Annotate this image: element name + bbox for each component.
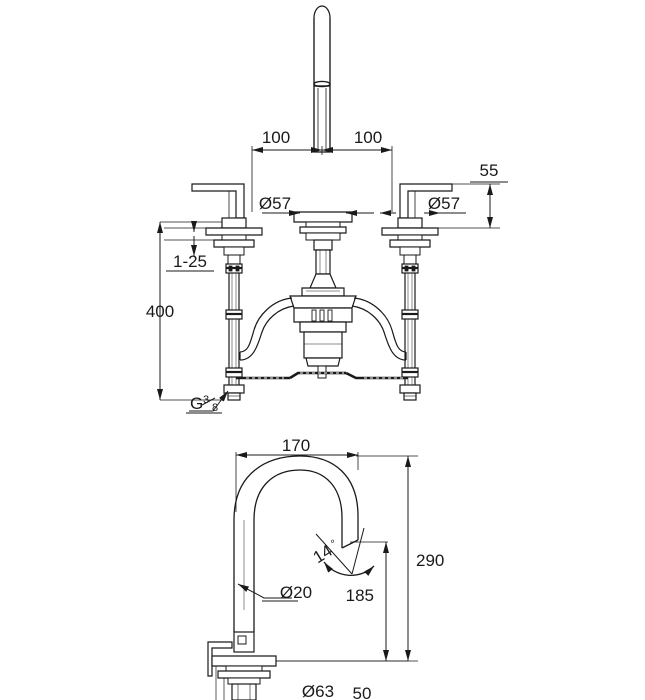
spout-base-and-handle [207,631,277,700]
label-thread-denominator: 8 [212,402,218,414]
dim-handle-height-55 [438,181,508,229]
dim-spout-reach-170 [235,452,359,512]
label-base-depth: 50 [353,684,372,700]
spout-riser-front [313,5,331,153]
label-outlet-height: 185 [346,586,374,605]
swivel-angle-indicator [315,527,375,576]
dim-deck-thickness [164,221,246,272]
leader-g38-thread [186,390,229,414]
label-swivel-angle-group: 14 ° [310,538,340,567]
left-handle-assembly [191,183,263,401]
label-thread-g38: G 3 8 [190,394,218,414]
label-escutcheon-left: Ø57 [259,194,291,213]
leader-spout-dia [237,583,298,602]
label-base-dia: Ø63 [302,682,334,700]
mixer-body-center [289,211,357,379]
label-spread-right: 100 [354,128,382,147]
label-handle-height: 55 [480,161,499,180]
label-degree-sign: ° [329,538,339,551]
dim-spread-100-100 [251,146,393,212]
label-escutcheon-right: Ø57 [428,194,460,213]
flexible-hoses [239,297,407,361]
dim-overall-height-290 [276,455,418,662]
label-hose-length: 400 [146,302,174,321]
front-elevation-view [157,5,508,414]
label-overall-height: 290 [416,551,444,570]
label-thread-numerator: 3 [203,394,209,406]
gooseneck-spout-profile [233,455,359,632]
label-spout-reach: 170 [282,436,310,455]
dim-outlet-height-185 [350,541,389,661]
label-spout-tube-dia: Ø20 [280,583,312,602]
side-elevation-view [207,452,418,700]
popup-waste-linkage [236,371,408,380]
label-thread-letter: G [190,394,203,413]
label-spread-left: 100 [262,128,290,147]
dimension-labels: 100 100 Ø57 Ø57 55 1-25 400 G 3 8 170 29… [146,128,499,700]
dim-hose-length-400 [157,221,224,401]
right-handle-assembly [381,183,453,401]
label-deck-thickness: 1-25 [173,252,207,271]
